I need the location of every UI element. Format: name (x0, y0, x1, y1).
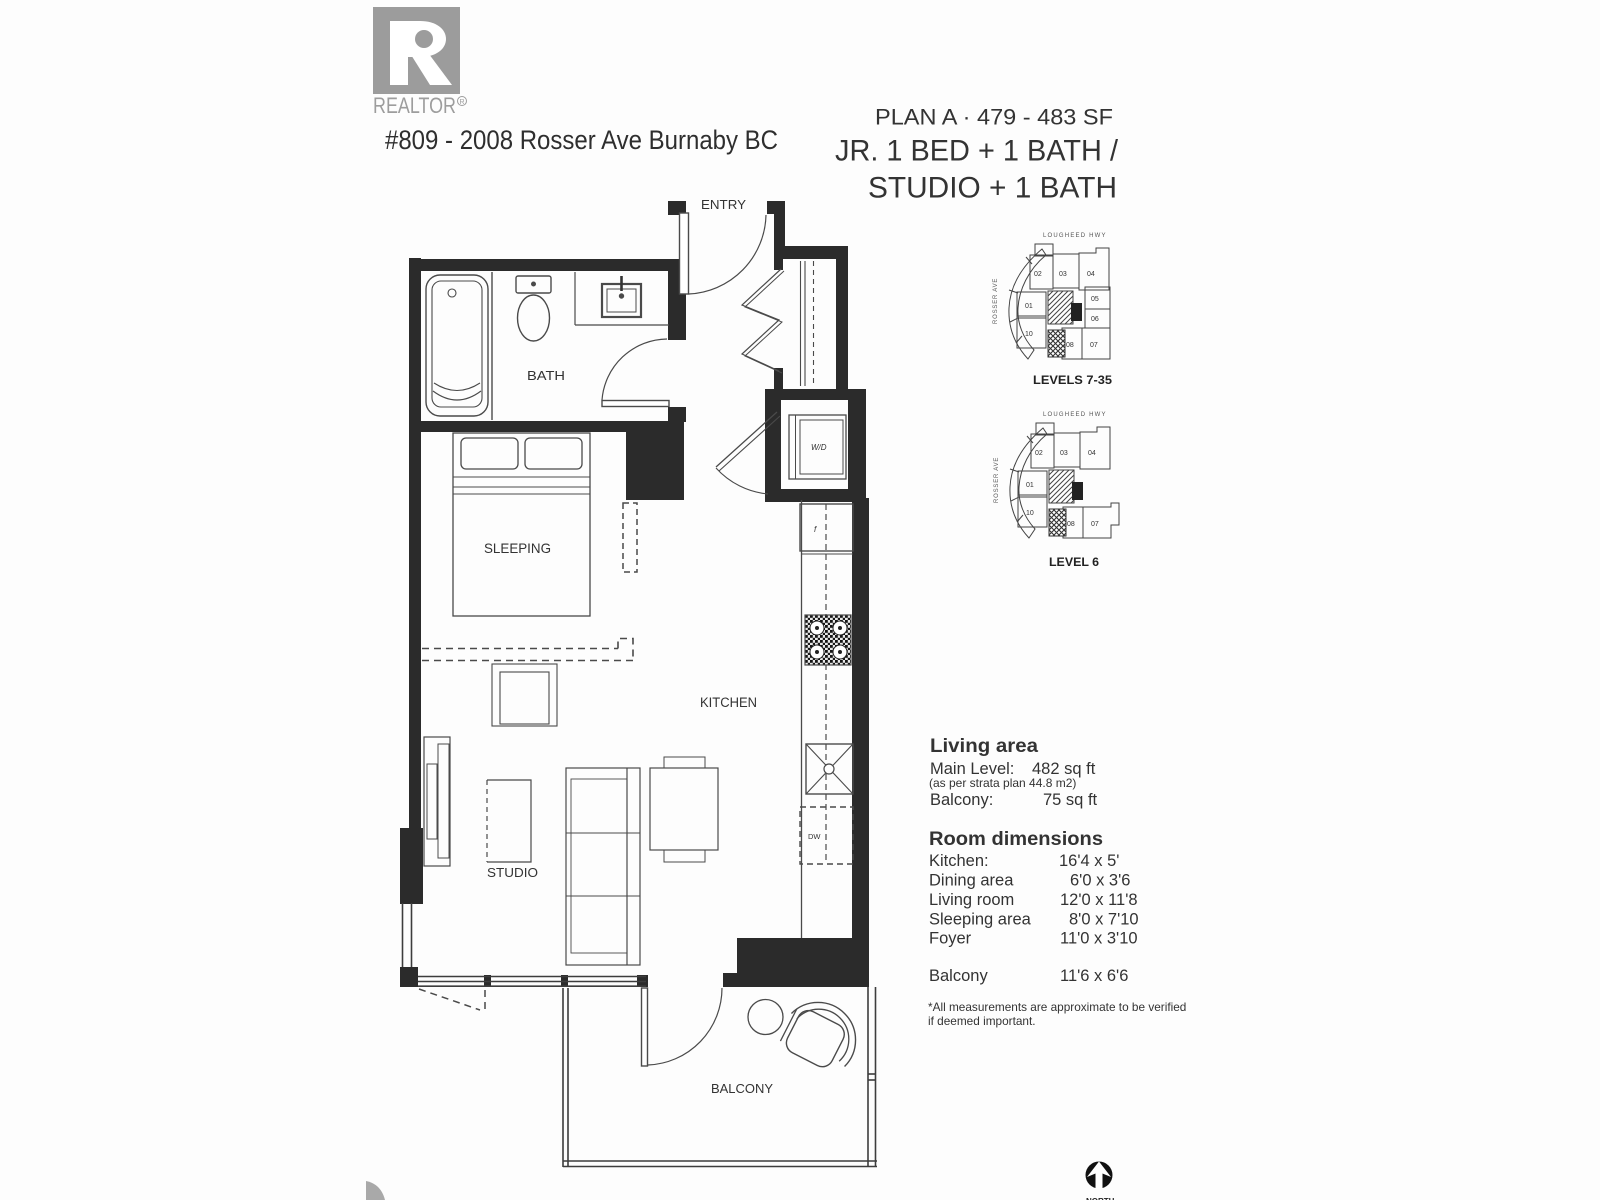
svg-text:DW: DW (808, 832, 821, 841)
svg-text:JR. 1 BED + 1 BATH /: JR. 1 BED + 1 BATH / (835, 135, 1119, 168)
svg-text:BATH: BATH (527, 368, 565, 383)
svg-text:ROSSER AVE: ROSSER AVE (994, 457, 1000, 503)
svg-text:PLAN A · 479 - 483 SF: PLAN A · 479 - 483 SF (875, 105, 1113, 130)
svg-text:05: 05 (1091, 296, 1099, 303)
svg-text:R: R (460, 99, 465, 106)
svg-text:16'4 x 5': 16'4 x 5' (1059, 852, 1119, 870)
svg-text:75 sq ft: 75 sq ft (1043, 791, 1098, 809)
svg-text:Kitchen:: Kitchen: (929, 852, 989, 870)
svg-text:BALCONY: BALCONY (711, 1082, 774, 1096)
svg-text:LOUGHEED HWY: LOUGHEED HWY (1043, 233, 1107, 239)
svg-text:Balcony:: Balcony: (930, 791, 993, 809)
svg-text:STUDIO + 1 BATH: STUDIO + 1 BATH (868, 172, 1117, 205)
svg-text:*All measurements are approxim: *All measurements are approximate to be … (928, 1000, 1186, 1014)
svg-text:Dining area: Dining area (929, 872, 1014, 890)
svg-text:02: 02 (1034, 271, 1042, 278)
svg-text:Balcony: Balcony (929, 967, 988, 985)
svg-text:Sleeping area: Sleeping area (929, 911, 1032, 929)
svg-text:06: 06 (1091, 316, 1099, 323)
svg-text:Foyer: Foyer (929, 930, 972, 948)
svg-text:LEVEL 6: LEVEL 6 (1049, 557, 1099, 569)
svg-text:10: 10 (1026, 510, 1034, 517)
svg-text:8'0 x 7'10: 8'0 x 7'10 (1069, 911, 1139, 929)
svg-text:ROSSER AVE: ROSSER AVE (993, 278, 999, 324)
svg-text:W/D: W/D (811, 443, 827, 452)
svg-text:Living room: Living room (929, 891, 1014, 909)
svg-text:01: 01 (1025, 303, 1033, 310)
svg-text:if deemed important.: if deemed important. (928, 1014, 1036, 1028)
svg-text:10: 10 (1025, 331, 1033, 338)
svg-text:SLEEPING: SLEEPING (484, 540, 551, 556)
svg-text:07: 07 (1090, 342, 1098, 349)
svg-text:11'6 x 6'6: 11'6 x 6'6 (1060, 967, 1128, 985)
svg-text:01: 01 (1026, 482, 1034, 489)
svg-text:482 sq ft: 482 sq ft (1032, 760, 1096, 778)
svg-text:LEVELS 7-35: LEVELS 7-35 (1033, 375, 1113, 387)
svg-text:REALTOR: REALTOR (373, 93, 456, 118)
svg-text:12'0 x 11'8: 12'0 x 11'8 (1060, 891, 1138, 909)
svg-text:04: 04 (1088, 450, 1096, 457)
svg-text:02: 02 (1035, 450, 1043, 457)
svg-text:Main Level:: Main Level: (930, 760, 1014, 778)
svg-text:STUDIO: STUDIO (487, 865, 538, 880)
svg-text:04: 04 (1087, 271, 1095, 278)
svg-text:ENTRY: ENTRY (701, 198, 747, 212)
svg-text:f: f (814, 525, 817, 534)
svg-text:07: 07 (1091, 521, 1099, 528)
svg-text:6'0 x 3'6: 6'0 x 3'6 (1070, 872, 1130, 890)
svg-text:03: 03 (1059, 271, 1067, 278)
svg-text:(as per strata plan 44.8 m2): (as per strata plan 44.8 m2) (929, 776, 1076, 790)
svg-text:LOUGHEED HWY: LOUGHEED HWY (1043, 412, 1107, 418)
svg-text:#809 - 2008 Rosser Ave Burnaby: #809 - 2008 Rosser Ave Burnaby BC (385, 125, 778, 155)
svg-text:Room dimensions: Room dimensions (929, 828, 1103, 850)
svg-text:11'0 x 3'10: 11'0 x 3'10 (1060, 930, 1138, 948)
svg-text:Living area: Living area (930, 736, 1038, 757)
svg-text:08: 08 (1067, 521, 1075, 528)
svg-text:KITCHEN: KITCHEN (700, 695, 757, 710)
svg-text:03: 03 (1060, 450, 1068, 457)
svg-text:NORTH: NORTH (1086, 1197, 1115, 1200)
svg-text:08: 08 (1066, 342, 1074, 349)
